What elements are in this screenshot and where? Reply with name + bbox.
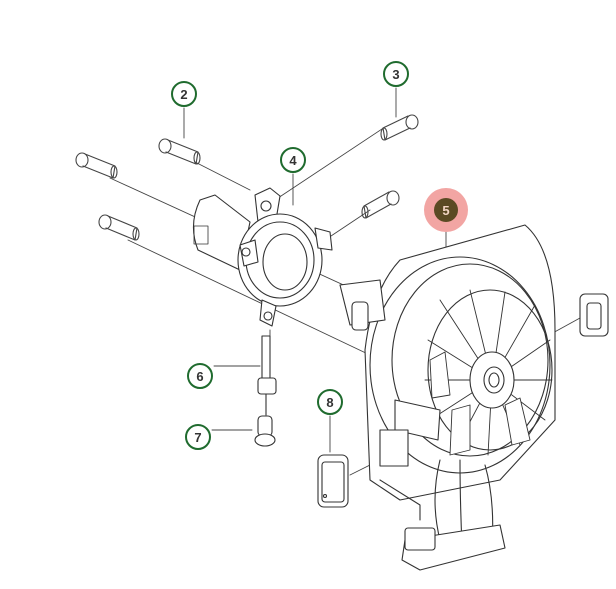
bolt-2 bbox=[158, 138, 201, 165]
callout-7[interactable]: 7 bbox=[185, 424, 211, 450]
callout-3[interactable]: 3 bbox=[383, 61, 409, 87]
grommet bbox=[579, 293, 609, 337]
callout-4[interactable]: 4 bbox=[280, 147, 306, 173]
bolt-right-mid bbox=[361, 190, 400, 219]
bolt-left-top bbox=[75, 152, 118, 179]
callout-5-selected[interactable]: 5 bbox=[424, 188, 468, 232]
bolt-3 bbox=[380, 114, 419, 141]
callout-6[interactable]: 6 bbox=[187, 363, 213, 389]
bolt-left-bottom bbox=[98, 214, 140, 241]
callout-2[interactable]: 2 bbox=[171, 81, 197, 107]
screw-6 bbox=[257, 335, 277, 395]
screw-7 bbox=[254, 393, 276, 447]
motor-housing-4 bbox=[192, 187, 333, 327]
callout-5-label: 5 bbox=[434, 198, 458, 222]
plug-8 bbox=[317, 454, 349, 508]
blower-assembly-5 bbox=[339, 224, 556, 571]
callout-8[interactable]: 8 bbox=[317, 389, 343, 415]
